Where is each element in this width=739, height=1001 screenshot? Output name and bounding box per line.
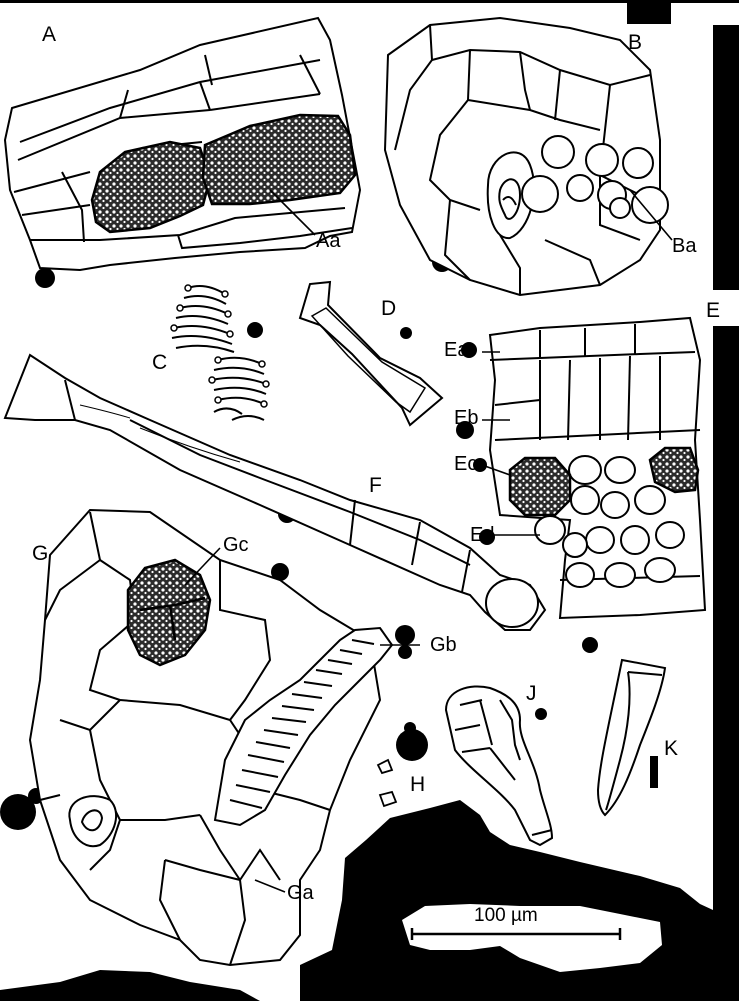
panel-g-leader-lines — [184, 547, 420, 893]
panel-e-round-cells — [534, 455, 685, 588]
panel-label-c: C — [152, 351, 168, 374]
panel-d-cell — [298, 280, 444, 427]
scale-bar — [410, 928, 622, 940]
panel-k-fibre — [596, 658, 667, 817]
panel-g-dense-cells — [126, 558, 212, 667]
label-ec: Ec — [454, 453, 478, 475]
label-ga: Ga — [287, 882, 314, 904]
panel-g-stoma — [68, 795, 118, 848]
panel-label-b: B — [628, 31, 643, 54]
panel-label-k: K — [664, 737, 679, 760]
panel-f-cell-texture — [79, 404, 241, 463]
label-ea: Ea — [444, 339, 469, 361]
panel-label-d: D — [381, 297, 397, 320]
panel-g-cells — [28, 508, 382, 967]
label-aa: Aa — [316, 230, 341, 252]
label-gc: Gc — [223, 534, 249, 556]
panel-label-a: A — [42, 23, 57, 46]
black-shadow-region — [300, 800, 713, 1001]
panel-label-h: H — [410, 773, 426, 796]
panel-b-round-cells — [521, 135, 669, 224]
panel-b-stoma — [486, 151, 535, 240]
label-gb: Gb — [430, 634, 457, 656]
panel-label-f: F — [369, 474, 382, 497]
panel-g-spiral-vessel — [213, 626, 394, 827]
panel-f-hair — [3, 353, 547, 631]
panel-b-leader-line — [629, 189, 673, 241]
panel-a-leader-line — [269, 189, 316, 236]
scale-bar-label: 100 µm — [474, 905, 538, 926]
panel-e-leader-lines — [481, 351, 540, 536]
panel-d-inner — [310, 307, 427, 414]
bottom-left-black-blob — [0, 970, 260, 1001]
panel-h-particles — [376, 758, 398, 808]
panel-a-dense-cells — [90, 113, 357, 234]
scale-bar-box — [402, 904, 662, 972]
panel-label-g: G — [32, 542, 49, 565]
panel-j-hair — [444, 685, 554, 847]
panel-label-e: E — [706, 299, 721, 322]
label-eb: Eb — [454, 407, 479, 429]
panel-e-dense-cells — [508, 446, 700, 517]
panel-c-ring-ends — [170, 284, 270, 408]
panel-label-j: J — [526, 682, 537, 705]
label-ed: Ed — [470, 524, 495, 546]
label-ba: Ba — [672, 235, 697, 257]
